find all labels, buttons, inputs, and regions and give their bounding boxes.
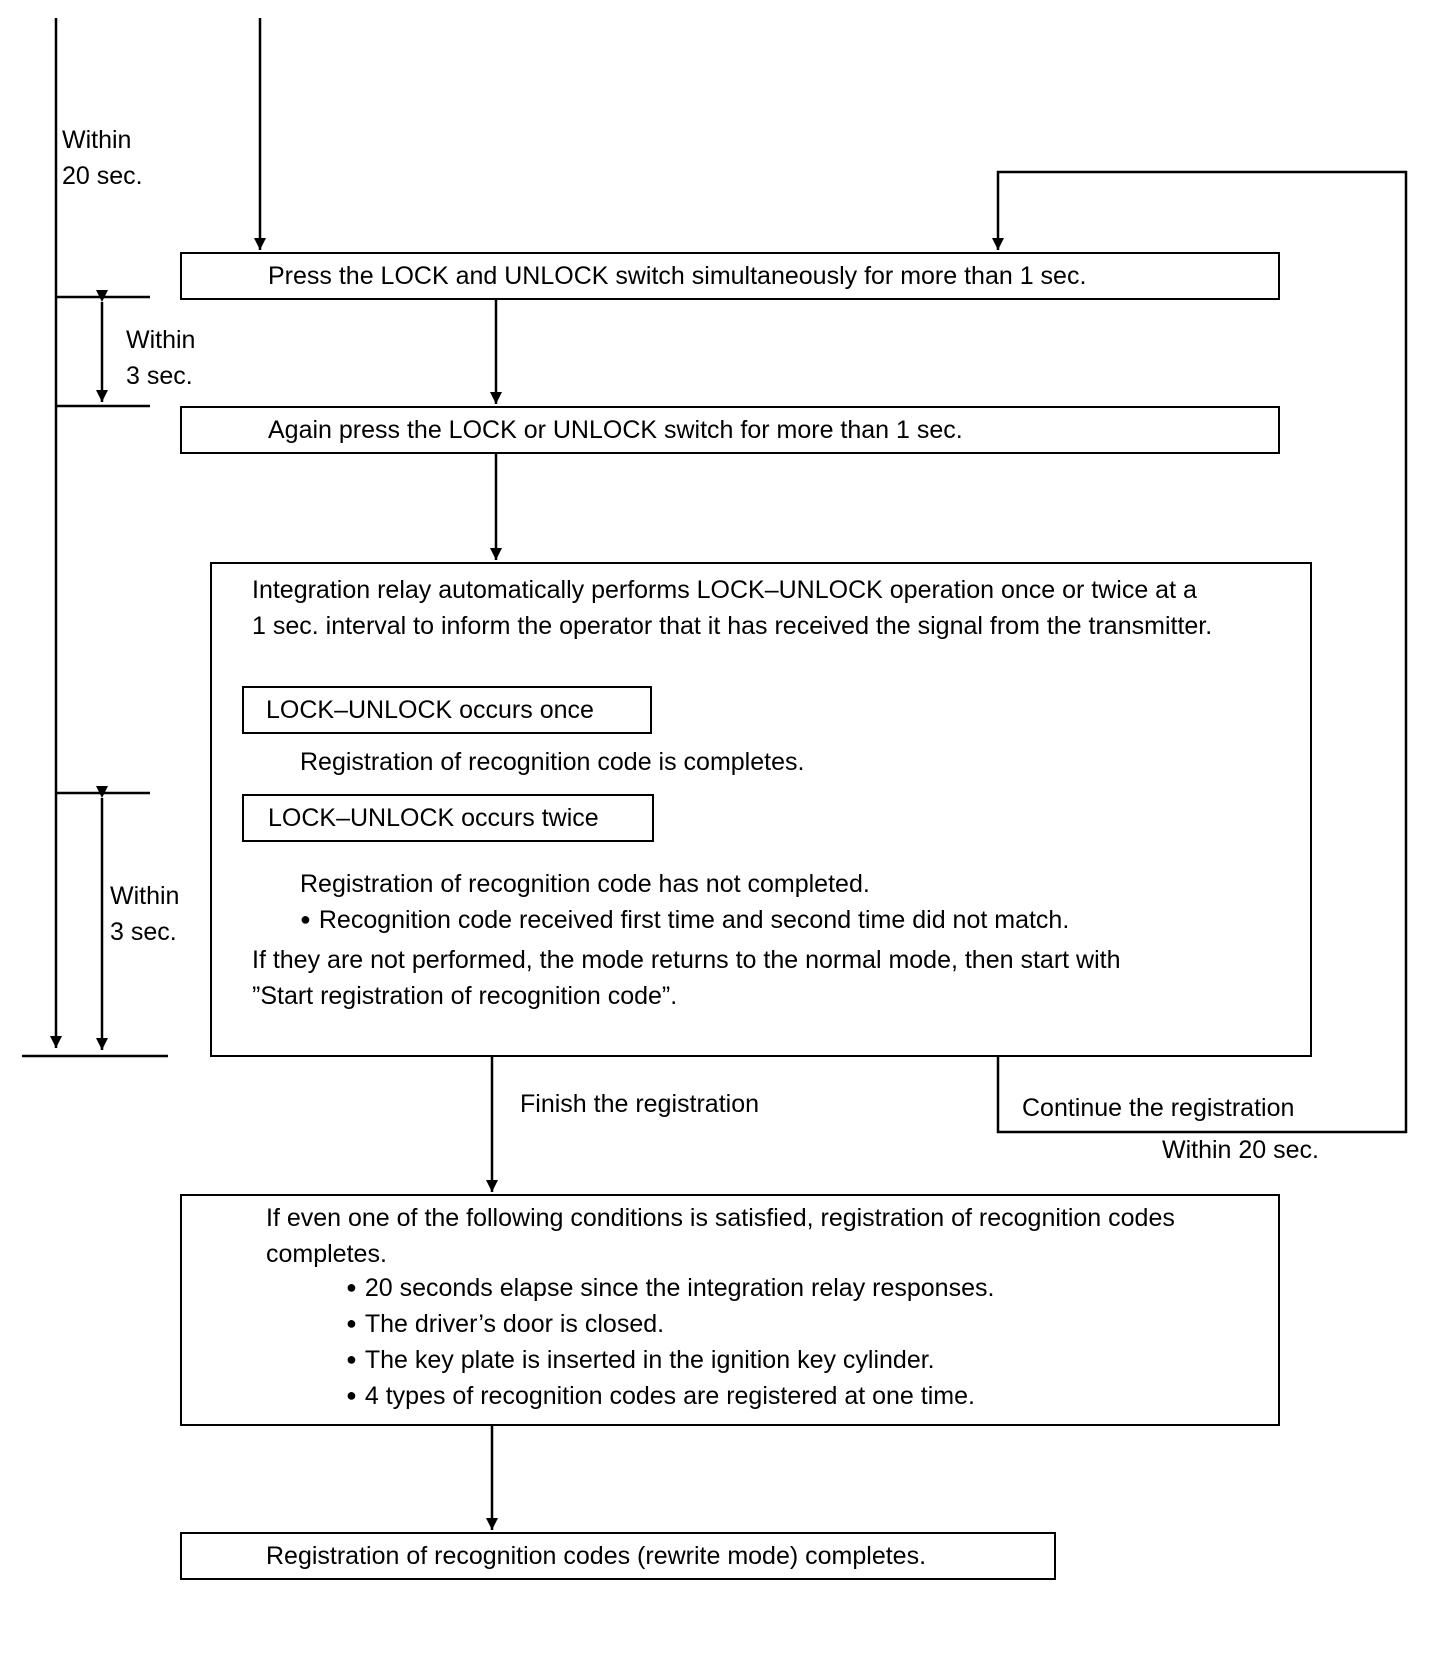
relay-intro-line-1: Integration relay automatically performs… bbox=[252, 576, 1197, 604]
within-20-left-label-2: 20 sec. bbox=[62, 162, 143, 190]
occurs-twice-result: Registration of recognition code has not… bbox=[300, 870, 870, 898]
not-performed-line-2: ”Start registration of recognition code”… bbox=[252, 982, 678, 1010]
within-3-top-label-2: 3 sec. bbox=[126, 362, 193, 390]
within-3-mid-label-2: 3 sec. bbox=[110, 918, 177, 946]
step-press-both-box bbox=[180, 252, 1280, 300]
continue-loop-arrow bbox=[992, 170, 1408, 1134]
step-press-again-box bbox=[180, 406, 1280, 454]
step-press-both-text: Press the LOCK and UNLOCK switch simulta… bbox=[268, 262, 1087, 290]
within-20-right-label: Within 20 sec. bbox=[1162, 1136, 1320, 1164]
occurs-once-label: LOCK–UNLOCK occurs once bbox=[266, 696, 594, 724]
occurs-once-result: Registration of recognition code is comp… bbox=[300, 748, 805, 776]
within-3-top-label-1: Within bbox=[126, 326, 196, 354]
branch-finish-label: Finish the registration bbox=[520, 1090, 760, 1118]
condition-item: 4 types of recognition codes are registe… bbox=[346, 1378, 975, 1416]
within-3-mid-label-1: Within bbox=[110, 882, 180, 910]
occurs-twice-label: LOCK–UNLOCK occurs twice bbox=[268, 804, 599, 832]
relay-intro-line-2: 1 sec. interval to inform the operator t… bbox=[252, 612, 1213, 640]
condition-item: The driver’s door is closed. bbox=[346, 1306, 664, 1344]
conditions-intro-line-1: If even one of the following conditions … bbox=[266, 1204, 1175, 1232]
within-20-left-label-1: Within bbox=[62, 126, 132, 154]
conditions-intro-line-2: completes. bbox=[266, 1240, 387, 1268]
not-performed-line-1: If they are not performed, the mode retu… bbox=[252, 946, 1121, 974]
step-press-again-text: Again press the LOCK or UNLOCK switch fo… bbox=[268, 416, 963, 444]
occurs-twice-bullet: Recognition code received first time and… bbox=[300, 902, 1069, 940]
occurs-twice-box bbox=[242, 794, 654, 842]
occurs-once-box bbox=[242, 686, 652, 734]
final-step-text: Registration of recognition codes (rewri… bbox=[266, 1542, 927, 1570]
branch-continue-label: Continue the registration bbox=[1022, 1094, 1295, 1122]
condition-item: The key plate is inserted in the ignitio… bbox=[346, 1342, 935, 1380]
final-box bbox=[180, 1532, 1056, 1580]
condition-item: 20 seconds elapse since the integration … bbox=[346, 1270, 995, 1308]
